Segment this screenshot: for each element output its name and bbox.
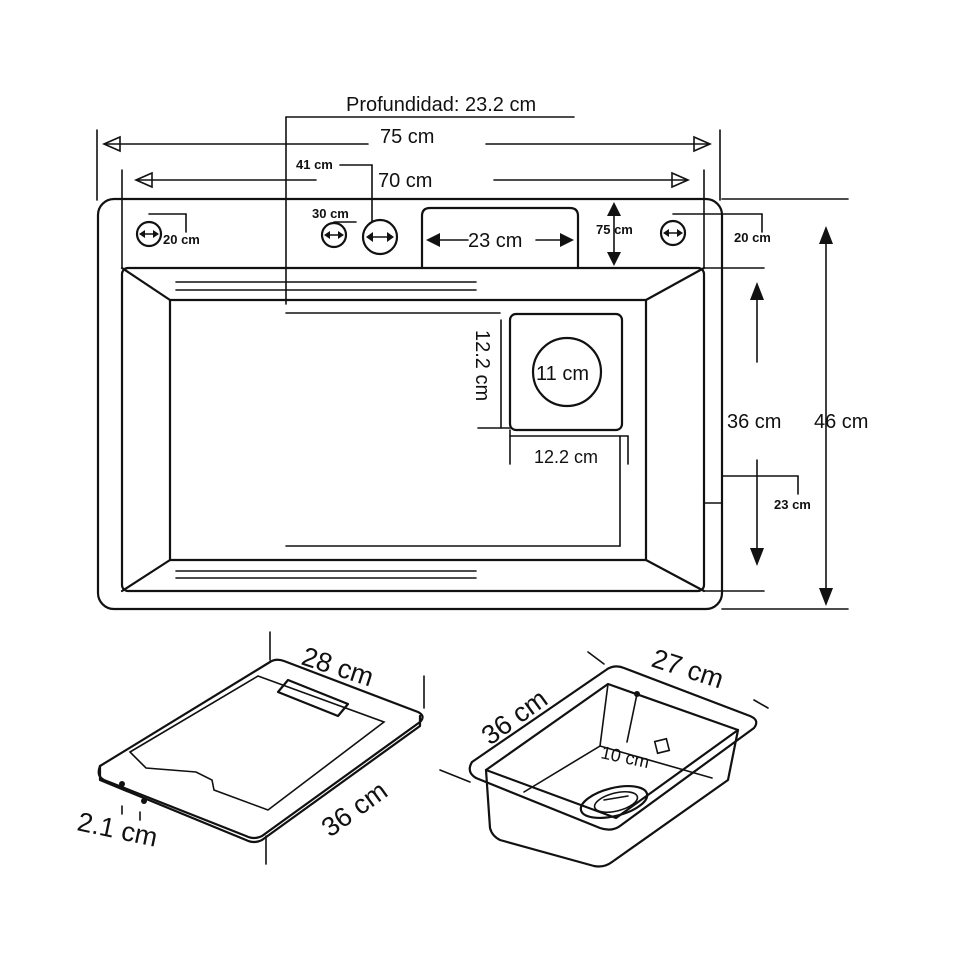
arrow-left-icon: [102, 135, 121, 153]
left-deck-hole: [135, 220, 163, 248]
depth-label: Profundidad: 23.2 cm: [346, 94, 536, 116]
accessory-slot: [420, 206, 580, 270]
arrow-right-icon: [693, 135, 712, 153]
arrow-down-icon: [819, 588, 833, 606]
colander-length-ext: [439, 769, 471, 783]
sink-outer-rim: [96, 197, 724, 611]
depth-leader: [626, 693, 638, 743]
colander-width-label: 27 cm: [648, 643, 727, 694]
basin-outer: [120, 266, 706, 593]
colander-length-label: 36 cm: [476, 683, 553, 750]
board-length-label: 36 cm: [316, 775, 393, 842]
faucet-hole-label: 30 cm: [312, 206, 349, 221]
top-view: Profundidad: 23.2 cm 75 cm 70 cm 41 cm: [96, 94, 868, 611]
cutting-board: 28 cm 36 cm 2.1 cm: [75, 631, 425, 865]
overall-width-label: 75 cm: [380, 126, 434, 148]
arrow-down-icon: [607, 252, 621, 266]
slot-depth-label: 75 cm: [596, 222, 633, 237]
drain-diameter-label: 11 cm: [536, 363, 589, 385]
drain-circle: [531, 336, 603, 408]
left-hole-label: 20 cm: [163, 232, 200, 247]
right-hole-label: 20 cm: [734, 230, 771, 245]
basin-corner-tr: [644, 266, 706, 302]
offset-label: 41 cm: [296, 157, 333, 172]
inner-depth-label: 36 cm: [727, 411, 781, 433]
soap-hole: [320, 221, 348, 249]
drain-basket: [508, 312, 624, 432]
colander-rim: [468, 665, 758, 831]
thickness-marker: [119, 781, 125, 787]
slot-width-label: 23 cm: [468, 230, 522, 252]
board-width-label: 28 cm: [298, 641, 377, 692]
basin-floor: [168, 298, 648, 562]
colander-width-ext: [753, 699, 769, 709]
basket-height-label: 12.2 cm: [471, 330, 493, 401]
basin-corner-tl: [120, 266, 172, 302]
colander-drain-icon: [579, 785, 649, 819]
colander-body: [484, 728, 740, 868]
board-groove: [128, 675, 386, 811]
board-thickness-label: 2.1 cm: [75, 807, 160, 853]
inner-width-label: 70 cm: [378, 170, 432, 192]
arrow-up-icon: [819, 226, 833, 244]
basin-corner-br: [644, 558, 706, 593]
faucet-hole: [361, 218, 399, 256]
colander: 36 cm 27 cm 10 cm: [439, 643, 769, 868]
basin-corner-bl: [120, 558, 172, 593]
rim-offset-label: 23 cm: [774, 497, 811, 512]
board-handle: [276, 678, 350, 718]
thickness-marker: [141, 798, 147, 804]
colander-width-ext: [587, 651, 605, 665]
right-deck-hole: [659, 219, 687, 247]
colander-floor-edge: [599, 745, 713, 779]
overall-depth-label: 46 cm: [814, 411, 868, 433]
arrow-up-icon: [607, 202, 621, 216]
arrow-down-icon: [750, 548, 764, 566]
colander-depth-label: 10 cm: [599, 742, 651, 772]
depth-marker-box: [653, 737, 671, 755]
basket-width-label: 12.2 cm: [534, 447, 598, 467]
arrow-right-icon: [671, 171, 690, 189]
arrow-left-icon: [134, 171, 153, 189]
arrow-right-icon: [560, 233, 574, 247]
arrow-up-icon: [750, 282, 764, 300]
arrow-left-icon: [426, 233, 440, 247]
board-edge: [98, 714, 422, 844]
